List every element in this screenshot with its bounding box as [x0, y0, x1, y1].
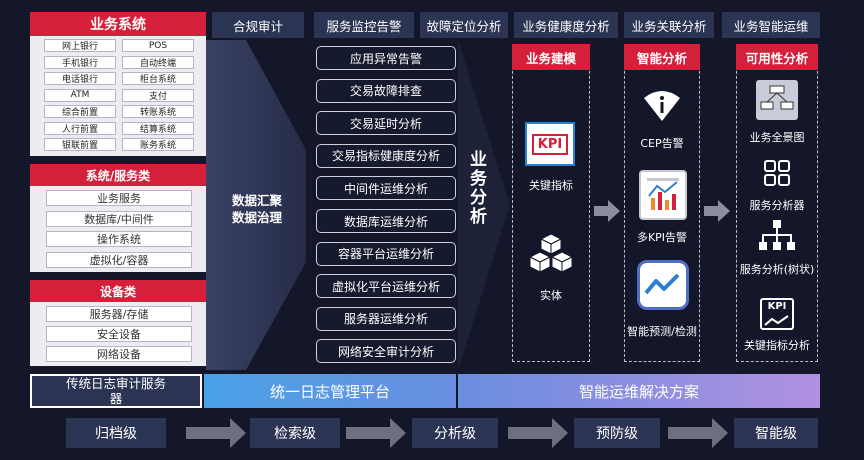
- unified-log-platform-bar: 统一日志管理平台: [204, 374, 456, 408]
- level-prevention: 预防级: [574, 418, 660, 448]
- level-arrow-icon: [668, 418, 728, 448]
- devices-header: 设备类: [30, 280, 206, 302]
- business-system-item: 人行前置: [44, 121, 116, 135]
- header-intelligent-ops: 业务智能运维: [722, 12, 820, 38]
- system-services-box: 业务服务数据库/中间件操作系统虚拟化/容器: [30, 186, 206, 272]
- business-system-item: 手机银行: [44, 55, 116, 69]
- intelligent-title: 智能分析: [624, 44, 700, 70]
- analysis-scenario-item: 交易延时分析: [316, 111, 456, 136]
- kpi-trend-icon: KPI: [760, 298, 794, 330]
- kpi-label: 关键指标: [529, 179, 573, 192]
- prediction-label: 智能预测/检测: [627, 325, 697, 338]
- header-service-monitoring: 服务监控告警: [314, 12, 414, 38]
- analysis-scenario-item: 服务器运维分析: [316, 306, 456, 331]
- cep-label: CEP告警: [640, 137, 684, 150]
- entity-label: 实体: [540, 289, 562, 302]
- business-system-item: 网上银行: [44, 39, 116, 52]
- business-systems-header: 业务系统: [30, 12, 206, 36]
- level-archive: 归档级: [66, 418, 166, 448]
- device-item: 安全设备: [46, 326, 192, 342]
- analysis-scenario-item: 数据库运维分析: [316, 209, 456, 233]
- business-system-item: 综合前置: [44, 105, 116, 118]
- business-system-item: 自动终端: [122, 55, 194, 69]
- prediction-icon: [637, 260, 689, 310]
- analysis-scenario-item: 虚拟化平台运维分析: [316, 274, 456, 299]
- business-overview-label: 业务全景图: [749, 131, 805, 144]
- business-systems-box: 网上银行 POS 手机银行自动终端电话银行柜台系统 ATM 支付综合前置转账系统人行前置…: [30, 36, 206, 156]
- devices-box: 服务器/存储安全设备网络设备: [30, 302, 206, 366]
- level-arrow-icon: [346, 418, 406, 448]
- analysis-scenario-item: 应用异常告警: [316, 46, 456, 70]
- analysis-scenario-item: 容器平台运维分析: [316, 241, 456, 266]
- analysis-scenario-item: 网络安全审计分析: [316, 339, 456, 364]
- business-system-item: ATM: [44, 88, 116, 102]
- flow-arrow-icon: [704, 200, 730, 222]
- multi-kpi-chart-icon: [639, 170, 687, 220]
- analysis-scenario-item: 交易故障排查: [316, 78, 456, 103]
- business-system-item: 柜台系统: [122, 72, 194, 85]
- level-arrow-icon: [508, 418, 568, 448]
- kpi-card-icon: KPI: [525, 122, 575, 166]
- data-aggregation-label: 数据汇聚 数据治理: [231, 193, 282, 225]
- system-service-item: 业务服务: [46, 190, 192, 206]
- level-arrow-icon: [186, 418, 246, 448]
- system-service-item: 数据库/中间件: [46, 210, 192, 227]
- business-system-item: 结算系统: [122, 121, 194, 135]
- service-analyzer-label: 服务分析器: [749, 199, 805, 212]
- business-system-item: POS: [122, 39, 194, 52]
- tree-icon: [759, 220, 795, 250]
- cep-alert-icon: [644, 91, 680, 121]
- service-analyzer-icon: [764, 160, 790, 186]
- system-services-header: 系统/服务类: [30, 164, 206, 186]
- analysis-arrow-shape: [458, 40, 510, 370]
- device-item: 网络设备: [46, 346, 192, 362]
- header-business-correlation: 业务关联分析: [624, 12, 714, 38]
- level-intelligent: 智能级: [734, 418, 818, 448]
- data-funnel: [206, 40, 306, 370]
- entity-cubes-icon: [528, 233, 574, 273]
- availability-title: 可用性分析: [736, 44, 818, 70]
- modeling-panel: [512, 56, 590, 362]
- level-analysis: 分析级: [412, 418, 498, 448]
- device-item: 服务器/存储: [46, 306, 192, 322]
- analysis-scenario-item: 中间件运维分析: [316, 176, 456, 201]
- analysis-scenario-item: 交易指标健康度分析: [316, 143, 456, 168]
- kpi-trend-label: 关键指标分析: [744, 339, 810, 352]
- system-service-item: 操作系统: [46, 231, 192, 247]
- business-system-item: 电话银行: [44, 72, 116, 85]
- tree-label: 服务分析(树状): [739, 263, 815, 276]
- system-service-item: 虚拟化/容器: [46, 251, 192, 268]
- header-fault-location: 故障定位分析: [420, 12, 508, 38]
- business-analysis-label: 业务分析: [466, 150, 486, 226]
- multi-kpi-label: 多KPI告警: [636, 231, 688, 244]
- business-system-item: 银联前置: [44, 138, 116, 151]
- traditional-log-audit-bar: 传统日志审计服务器: [30, 374, 202, 408]
- level-search: 检索级: [250, 418, 340, 448]
- business-overview-icon: [756, 80, 798, 120]
- header-business-health: 业务健康度分析: [514, 12, 618, 38]
- modeling-title: 业务建模: [512, 44, 590, 70]
- flow-arrow-icon: [594, 200, 620, 222]
- business-system-item: 支付: [122, 88, 194, 102]
- header-compliance-audit: 合规审计: [212, 12, 304, 38]
- business-system-item: 账务系统: [122, 138, 194, 151]
- intelligent-ops-solution-bar: 智能运维解决方案: [458, 374, 820, 408]
- business-system-item: 转账系统: [122, 105, 194, 118]
